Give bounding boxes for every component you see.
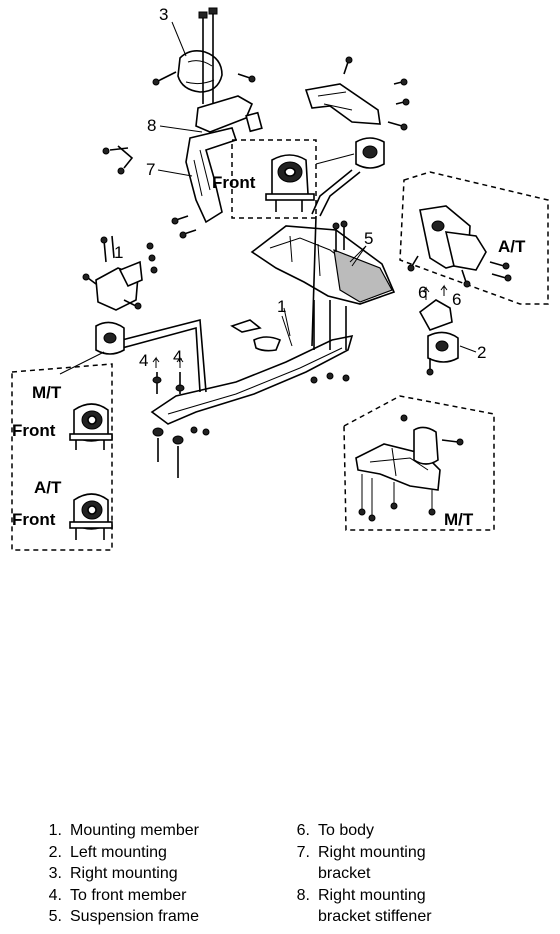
label-1-upper: 1 [114,243,123,262]
right-mounting-bracket-part [102,95,263,239]
legend-item: 1.Mounting member [48,822,199,839]
label-5: 5 [364,229,373,248]
legend-item: 2.Left mounting [48,843,167,861]
label-mt-left: M/T [32,383,62,402]
front-mount-detail [265,154,315,212]
legend-item: 8.Right mounting bracket stiffener [296,886,432,926]
at-detail-box-right [399,171,549,305]
label-8: 8 [147,116,156,135]
upper-right-bracket [304,56,410,169]
legend-item: 4.To front member [48,886,187,904]
label-6-right: 6 [452,290,461,309]
legend-item: 5.Suspension frame [48,908,199,925]
legend-column-left: 1.Mounting member 2.Left mounting 3.Righ… [40,820,280,928]
right-mounting-part [152,7,256,104]
label-1: 1 [277,297,286,316]
label-4-right: 4 [173,347,182,366]
front-member-fasteners [152,356,210,478]
mounting-member-part [150,300,354,425]
label-front-at: Front [12,510,56,529]
legend-column-right: 6.To body 7.Right mounting bracket 8.Rig… [288,820,528,928]
label-at-right: A/T [498,237,526,256]
left-upper-bracket [82,235,158,355]
suspension-frame-part [250,220,396,305]
mt-detail-box-right [343,395,495,531]
mt-bracket-right [355,414,464,522]
at-bracket-right [407,205,512,288]
mt-mount-detail-left [69,403,113,450]
label-front-mt: Front [12,421,56,440]
legend-item: 6.To body [296,822,375,839]
label-mt-right: M/T [444,510,474,529]
legend-item: 7.Right mounting bracket [296,843,426,883]
label-4-left: 4 [139,351,148,370]
label-at-left: A/T [34,478,62,497]
engine-mount-diagram: 3 8 7 5 1 1 6 6 2 4 4 Front A/T M/T Fron… [11,5,549,551]
label-3: 3 [159,5,168,24]
label-front-top: Front [212,173,256,192]
label-7: 7 [146,160,155,179]
at-mount-detail-left [69,493,113,540]
label-6-left: 6 [418,283,427,302]
legend-item: 3.Right mounting [48,865,178,882]
label-2: 2 [477,343,486,362]
left-mounting-part [418,284,459,376]
left-detail-box [11,363,113,551]
